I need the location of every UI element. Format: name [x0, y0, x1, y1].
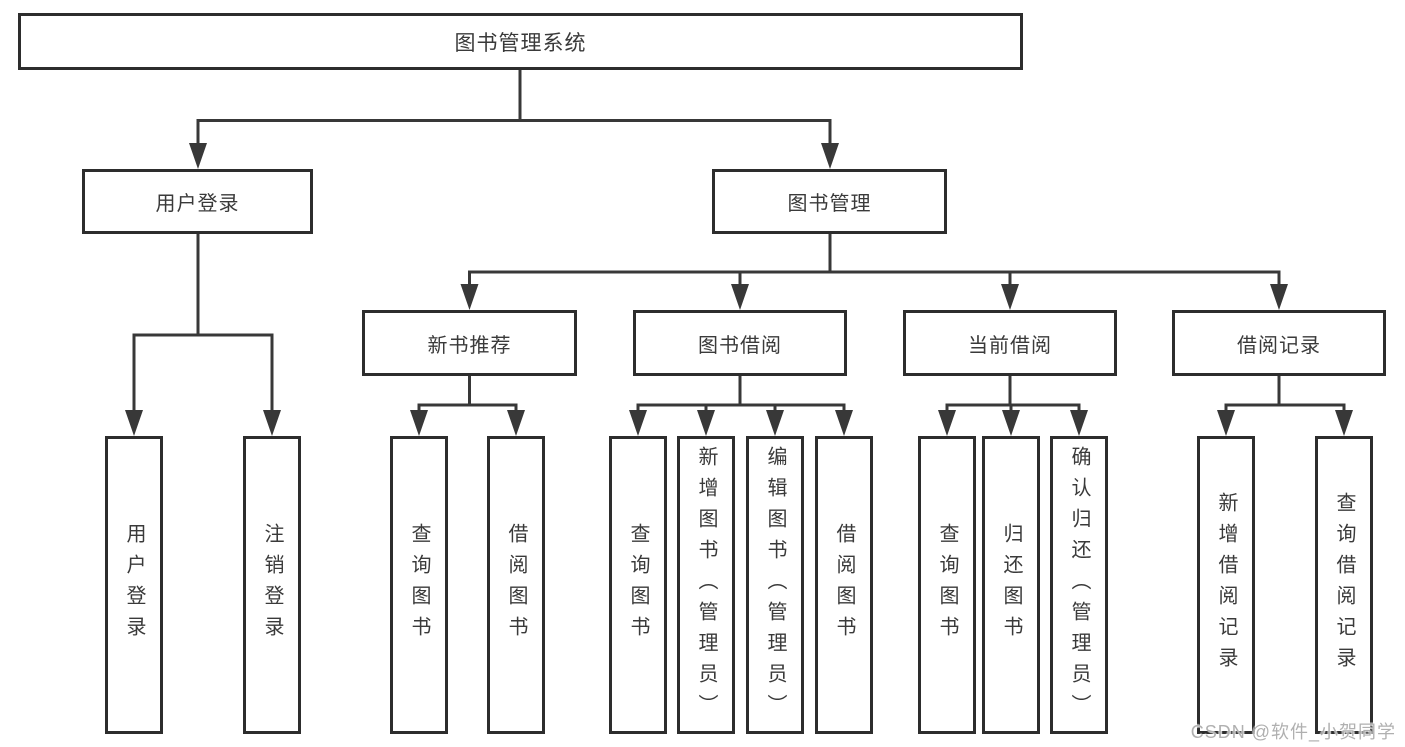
leaf-query-books-current: 查询图书 [918, 436, 976, 734]
leaf-logout-login-label: 注销登录 [261, 523, 283, 647]
leaf-query-books-borrowing-label: 查询图书 [627, 523, 649, 647]
node-library-management-system: 图书管理系统 [18, 13, 1023, 70]
leaf-borrow-books-borrowing: 借阅图书 [815, 436, 873, 734]
node-borrowing-records: 借阅记录 [1172, 310, 1386, 376]
leaf-logout-login: 注销登录 [243, 436, 301, 734]
node-book-borrowing: 图书借阅 [633, 310, 847, 376]
leaf-borrow-books-borrowing-label: 借阅图书 [833, 523, 855, 647]
leaf-user-login: 用户登录 [105, 436, 163, 734]
leaf-add-borrow-record: 新增借阅记录 [1197, 436, 1255, 734]
leaf-query-books-recommend-label: 查询图书 [408, 523, 430, 647]
leaf-borrow-books-recommend: 借阅图书 [487, 436, 545, 734]
leaf-query-borrow-record: 查询借阅记录 [1315, 436, 1373, 734]
leaf-add-borrow-record-label: 新增借阅记录 [1215, 492, 1237, 678]
node-book-management: 图书管理 [712, 169, 947, 234]
csdn-watermark: CSDN @软件_小贺同学 [1190, 722, 1396, 742]
leaf-confirm-return-admin-label: 确认归还（管理员） [1068, 445, 1090, 725]
node-new-book-recommendation: 新书推荐 [362, 310, 577, 376]
leaf-add-books-admin: 新增图书（管理员） [677, 436, 735, 734]
leaf-edit-books-admin-label: 编辑图书（管理员） [764, 445, 786, 725]
leaf-add-books-admin-label: 新增图书（管理员） [695, 445, 717, 725]
leaf-query-books-recommend: 查询图书 [390, 436, 448, 734]
leaf-user-login-label: 用户登录 [123, 523, 145, 647]
node-current-borrowing: 当前借阅 [903, 310, 1117, 376]
leaf-return-books-label: 归还图书 [1000, 523, 1022, 647]
leaf-query-books-borrowing: 查询图书 [609, 436, 667, 734]
leaf-borrow-books-recommend-label: 借阅图书 [505, 523, 527, 647]
leaf-return-books: 归还图书 [982, 436, 1040, 734]
node-user-login: 用户登录 [82, 169, 313, 234]
leaf-query-borrow-record-label: 查询借阅记录 [1333, 492, 1355, 678]
leaf-query-books-current-label: 查询图书 [936, 523, 958, 647]
leaf-confirm-return-admin: 确认归还（管理员） [1050, 436, 1108, 734]
leaf-edit-books-admin: 编辑图书（管理员） [746, 436, 804, 734]
